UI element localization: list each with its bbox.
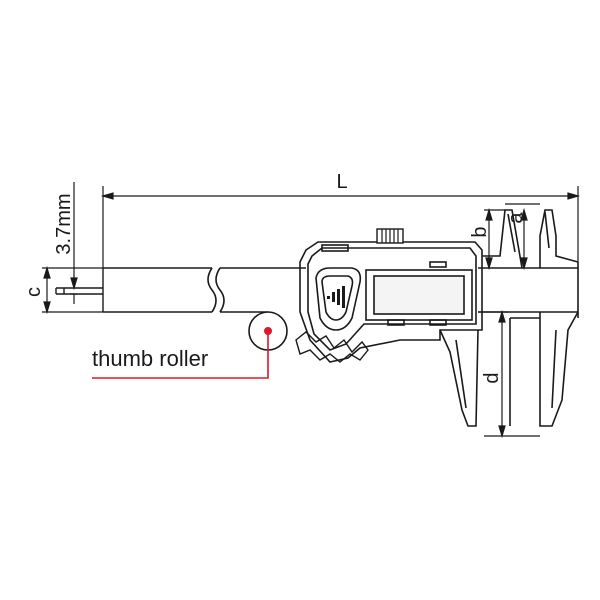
lcd-display bbox=[365, 269, 473, 321]
dimension-d-label: d bbox=[481, 372, 503, 383]
lower-jaws bbox=[439, 311, 579, 427]
dimension-a bbox=[505, 203, 540, 271]
dimension-depth-rod bbox=[70, 182, 78, 304]
knurled-thumb-wheel bbox=[295, 331, 369, 363]
beam bbox=[103, 262, 579, 318]
dimension-c bbox=[42, 265, 103, 315]
depth-rod bbox=[55, 268, 104, 312]
dimension-L-label: L bbox=[336, 171, 347, 193]
thumb-roller-leader bbox=[92, 326, 272, 379]
dimension-b-label: b bbox=[469, 226, 491, 237]
dimension-d bbox=[478, 309, 540, 439]
dimension-c-label: c bbox=[23, 287, 45, 297]
dimension-L bbox=[100, 186, 581, 268]
knurled-knob-icon bbox=[376, 228, 404, 244]
dimension-depth-rod-label: 3.7mm bbox=[53, 193, 75, 254]
thumb-roller-label: thumb roller bbox=[92, 346, 208, 371]
sound-wave-triangle-icon bbox=[315, 267, 362, 331]
dimension-a-label: a bbox=[505, 212, 527, 224]
upper-jaws bbox=[482, 209, 579, 269]
dimension-b bbox=[484, 207, 505, 271]
